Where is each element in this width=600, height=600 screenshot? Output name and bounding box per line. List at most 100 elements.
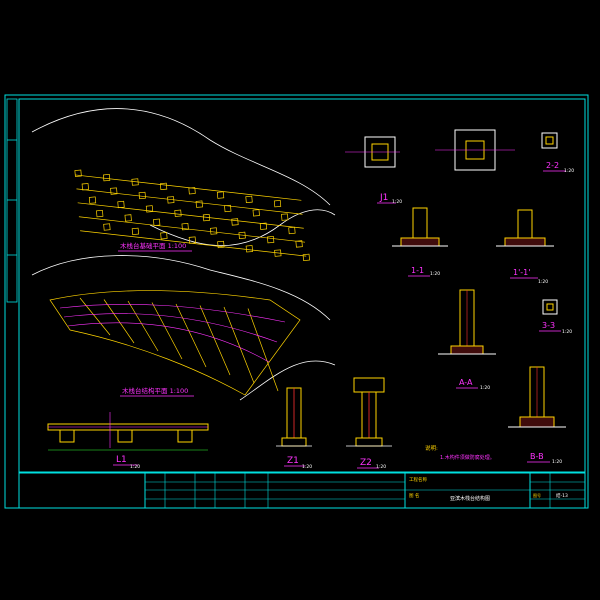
footing-mark [216, 191, 225, 199]
structural-plan: 木栈台结构平面 1:100 [31, 255, 336, 401]
s11p-scale: 1:20 [538, 279, 548, 285]
footing-mark [259, 222, 268, 230]
j1-label: J1 [379, 193, 388, 203]
s11-scale: 1:20 [430, 271, 440, 277]
z2-label: Z2 [360, 458, 372, 468]
deck-beam [247, 308, 279, 392]
foundation-plan: 木栈台基础平面 1:100 [31, 108, 336, 261]
section-1-1: 1-1 1:20 [392, 207, 448, 277]
footing-plans: J1 1:20 2-2 1:20 [345, 129, 574, 205]
deck-beam [223, 306, 255, 384]
s22-scale: 1:20 [564, 168, 574, 174]
deck-joist [63, 313, 278, 343]
footing-mark [117, 200, 125, 209]
footing-mark [96, 209, 104, 218]
shore-line-2-lower [239, 360, 336, 401]
deck-beam [175, 303, 207, 368]
section-b-b: B-B 1:20 [508, 366, 566, 465]
project-label: 工程名称 [409, 476, 427, 483]
section-1p-1p: 1'-1' 1:20 [496, 209, 554, 285]
section-3-3: 3-3 1:20 [539, 299, 572, 335]
s33-label: 3-3 [542, 321, 555, 330]
deck-grid-line [80, 230, 307, 257]
shore-line-upper [31, 108, 331, 206]
plan1-title: 木栈台基础平面 1:100 [120, 241, 186, 250]
footing-mark [153, 218, 161, 226]
footing-mark [110, 187, 118, 195]
footing-mark [181, 223, 189, 231]
deck-beam [103, 299, 135, 344]
j1-scale: 1:20 [392, 199, 402, 205]
footing-mark [159, 182, 168, 191]
footing-mark [174, 209, 182, 217]
footing-mark [88, 196, 97, 204]
footing-mark [74, 169, 82, 177]
footing-mark [238, 231, 246, 239]
footing-mark [81, 183, 89, 191]
shore-line-lower [149, 209, 336, 247]
footing-mark [302, 253, 310, 261]
inner-frame [18, 98, 586, 473]
sbb-scale: 1:20 [552, 459, 562, 465]
s11-label: 1-1 [411, 266, 424, 275]
footing-mark [131, 227, 140, 235]
number-label: 图号 [533, 492, 541, 498]
sbb-label: B-B [530, 452, 544, 461]
footing-mark [160, 232, 168, 240]
z2-scale: 1:20 [376, 464, 386, 470]
plan2-title: 木栈台结构平面 1:100 [122, 386, 188, 395]
section-a-a: A-A 1:20 [438, 289, 496, 391]
footing-mark [245, 245, 253, 253]
beam-detail: L1 1:20 [47, 412, 209, 470]
footing-mark [288, 226, 296, 235]
s33-scale: 1:20 [562, 329, 572, 335]
notes-title: 说明: [425, 444, 438, 452]
footing-mark [273, 200, 282, 208]
title-block: 工程名称 图 名 亚滨木栈台结构图 图号 结-13 [18, 472, 586, 509]
note-1: 1.木构件须做防腐处理。 [440, 454, 495, 461]
footing-mark [267, 236, 275, 244]
column-z1: Z1 1:20 [276, 387, 312, 470]
deck-beam [127, 300, 159, 352]
deck-joist [67, 322, 270, 363]
deck-grid-line [78, 216, 306, 243]
binding-strip [6, 98, 18, 303]
footing-mark [124, 214, 132, 222]
column-z2: Z2 1:20 [346, 377, 392, 470]
deck-outline [49, 290, 301, 396]
footing-mark [274, 249, 282, 257]
notes: 说明: 1.木构件须做防腐处理。 [425, 444, 495, 461]
footing-mark [210, 227, 218, 235]
saa-scale: 1:20 [480, 385, 490, 391]
shore-line-2-upper [31, 255, 331, 321]
z1-label: Z1 [287, 456, 299, 466]
deck-beam [151, 302, 183, 360]
footing-mark [103, 223, 111, 231]
deck-joist [59, 303, 286, 323]
deck-beam [79, 297, 111, 336]
footing-mark [231, 218, 239, 226]
deck-beam [199, 305, 231, 376]
deck-grid-line [77, 202, 304, 229]
footing-mark [138, 191, 146, 200]
drawing-label: 图 名 [409, 492, 419, 499]
footing-mark [217, 240, 225, 249]
s22-label: 2-2 [546, 161, 559, 170]
footing-mark [145, 205, 154, 213]
z1-scale: 1:20 [302, 464, 312, 470]
deck-grid-line [76, 188, 303, 215]
beam-scale: 1:20 [130, 464, 140, 470]
footing-mark [102, 174, 111, 182]
sheet-number: 结-13 [556, 492, 568, 499]
footing-mark [252, 209, 260, 217]
footing-mark [245, 195, 253, 204]
footing-mark [281, 213, 289, 221]
drawing-title: 亚滨木栈台结构图 [450, 495, 490, 502]
deck-grid-line [75, 174, 302, 201]
saa-label: A-A [459, 378, 473, 387]
s11p-label: 1'-1' [513, 268, 530, 277]
footing-mark [195, 200, 203, 208]
footing-mark [295, 240, 303, 248]
beam-label: L1 [116, 455, 127, 465]
